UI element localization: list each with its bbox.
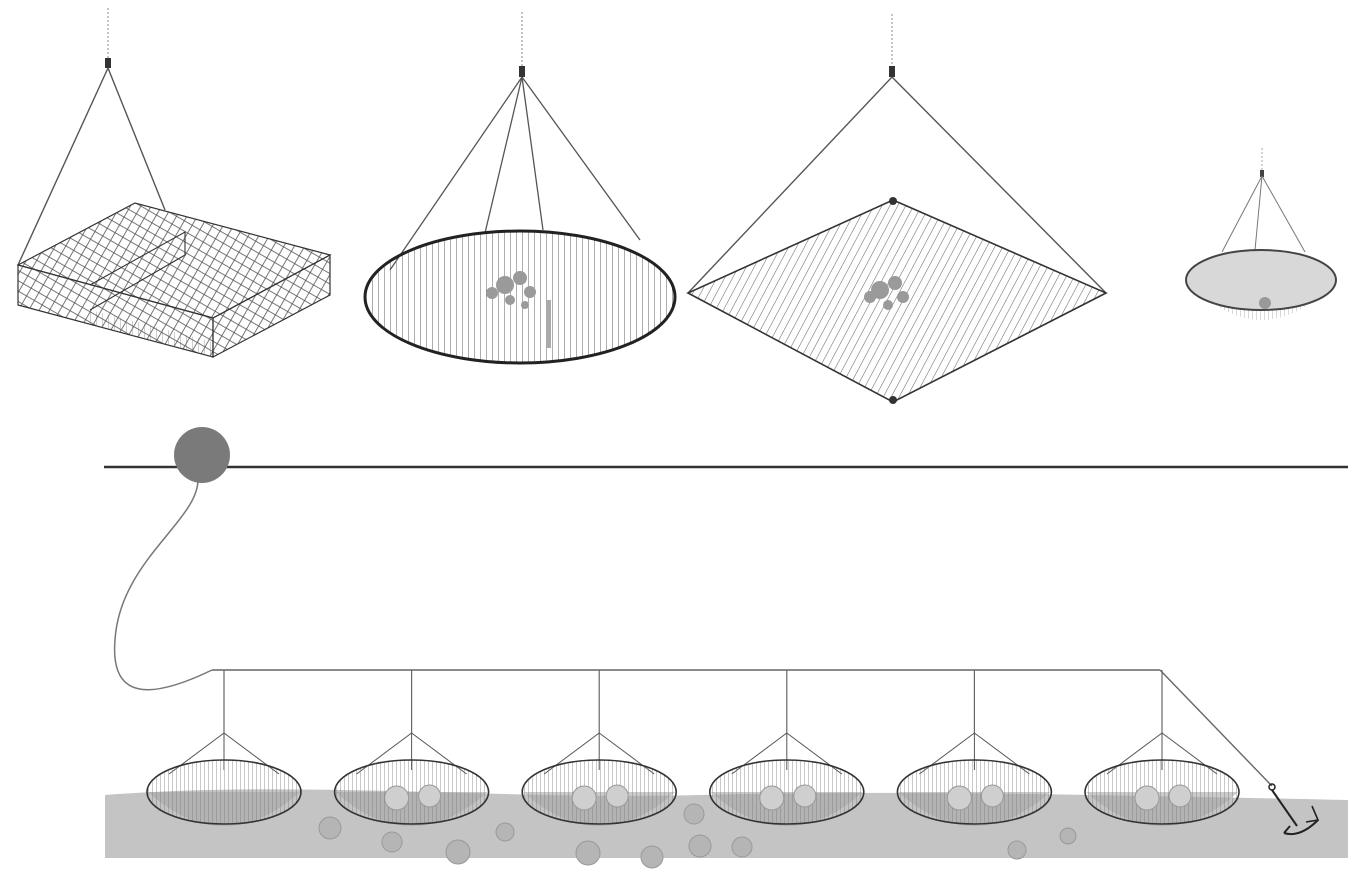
trap-ring [146, 759, 302, 825]
seabed-stone [381, 831, 403, 853]
lift-net-bridle-right [891, 76, 1107, 294]
trap-ring [521, 759, 678, 825]
trap-catch [605, 784, 629, 808]
trap-ring [708, 759, 865, 825]
trap-ring [896, 759, 1053, 825]
longline-trap [708, 670, 865, 826]
trap-ring [333, 759, 490, 825]
seabed-stone [318, 816, 342, 840]
trap-catch [793, 784, 817, 808]
trap-catch [980, 784, 1004, 808]
trap-catch [1134, 785, 1160, 811]
trap-catch [418, 784, 442, 808]
seabed-stone [1007, 840, 1027, 860]
lift-net-swivel [889, 66, 895, 77]
seabed-stone [688, 834, 712, 858]
ring-net-bridle-1 [389, 76, 523, 271]
box-trap-floor-hatch [90, 310, 213, 357]
seabed-stone [445, 839, 471, 865]
ring-net-hoop [363, 229, 677, 365]
hoop-net-bridle-1 [1221, 175, 1263, 253]
longline-trap [896, 670, 1053, 826]
longline-traps [146, 670, 1240, 826]
hoop-net-ring [1185, 249, 1337, 311]
box-trap-bridle-left [17, 67, 109, 266]
anchor-line [1159, 669, 1273, 787]
ring-net-bridle-3 [521, 76, 544, 231]
seabed-stone [731, 836, 753, 858]
buoy-line [113, 477, 213, 691]
longline-trap [333, 670, 490, 826]
hoop-net-bridle-2 [1254, 175, 1263, 251]
seabed-stone [1059, 827, 1077, 845]
box-trap-divider [89, 231, 186, 311]
small-hoop-net [1185, 148, 1337, 320]
lift-net-bottom-corner [889, 396, 897, 404]
longline-trap [146, 670, 302, 826]
ring-net-bridle-4 [521, 76, 641, 241]
hoop-net-bridle-3 [1261, 175, 1306, 253]
trap-catch [1168, 784, 1192, 808]
seabed-stone [575, 840, 601, 866]
anchor-icon [1268, 783, 1320, 836]
box-trap-bridle-right [107, 67, 166, 211]
seabed-stone [495, 822, 515, 842]
ring-net-swivel [519, 66, 525, 77]
longline-trap [521, 670, 678, 826]
trap-catch [759, 785, 785, 811]
ring-net-bridle-2 [484, 76, 523, 234]
square-lift-net [686, 14, 1108, 404]
hoop-net-bait [1259, 297, 1271, 309]
ring-net [363, 12, 677, 365]
lift-net-bridle-left [687, 76, 893, 294]
hoop-net-swivel [1260, 170, 1264, 177]
lift-net-bait [864, 276, 909, 310]
trap-ring [1084, 759, 1240, 825]
longline-trap [1084, 670, 1240, 826]
seabed-stone [683, 803, 705, 825]
surface-buoy [174, 427, 230, 483]
seabed-stones [318, 803, 1077, 869]
ring-net-bait [486, 271, 551, 348]
trap-catch [571, 785, 597, 811]
box-trap-swivel [105, 58, 111, 68]
seabed-stone [640, 845, 664, 869]
trap-catch [946, 785, 972, 811]
trap-catch [384, 785, 410, 811]
lift-net-top-corner [889, 197, 897, 205]
box-trap [16, 8, 332, 358]
